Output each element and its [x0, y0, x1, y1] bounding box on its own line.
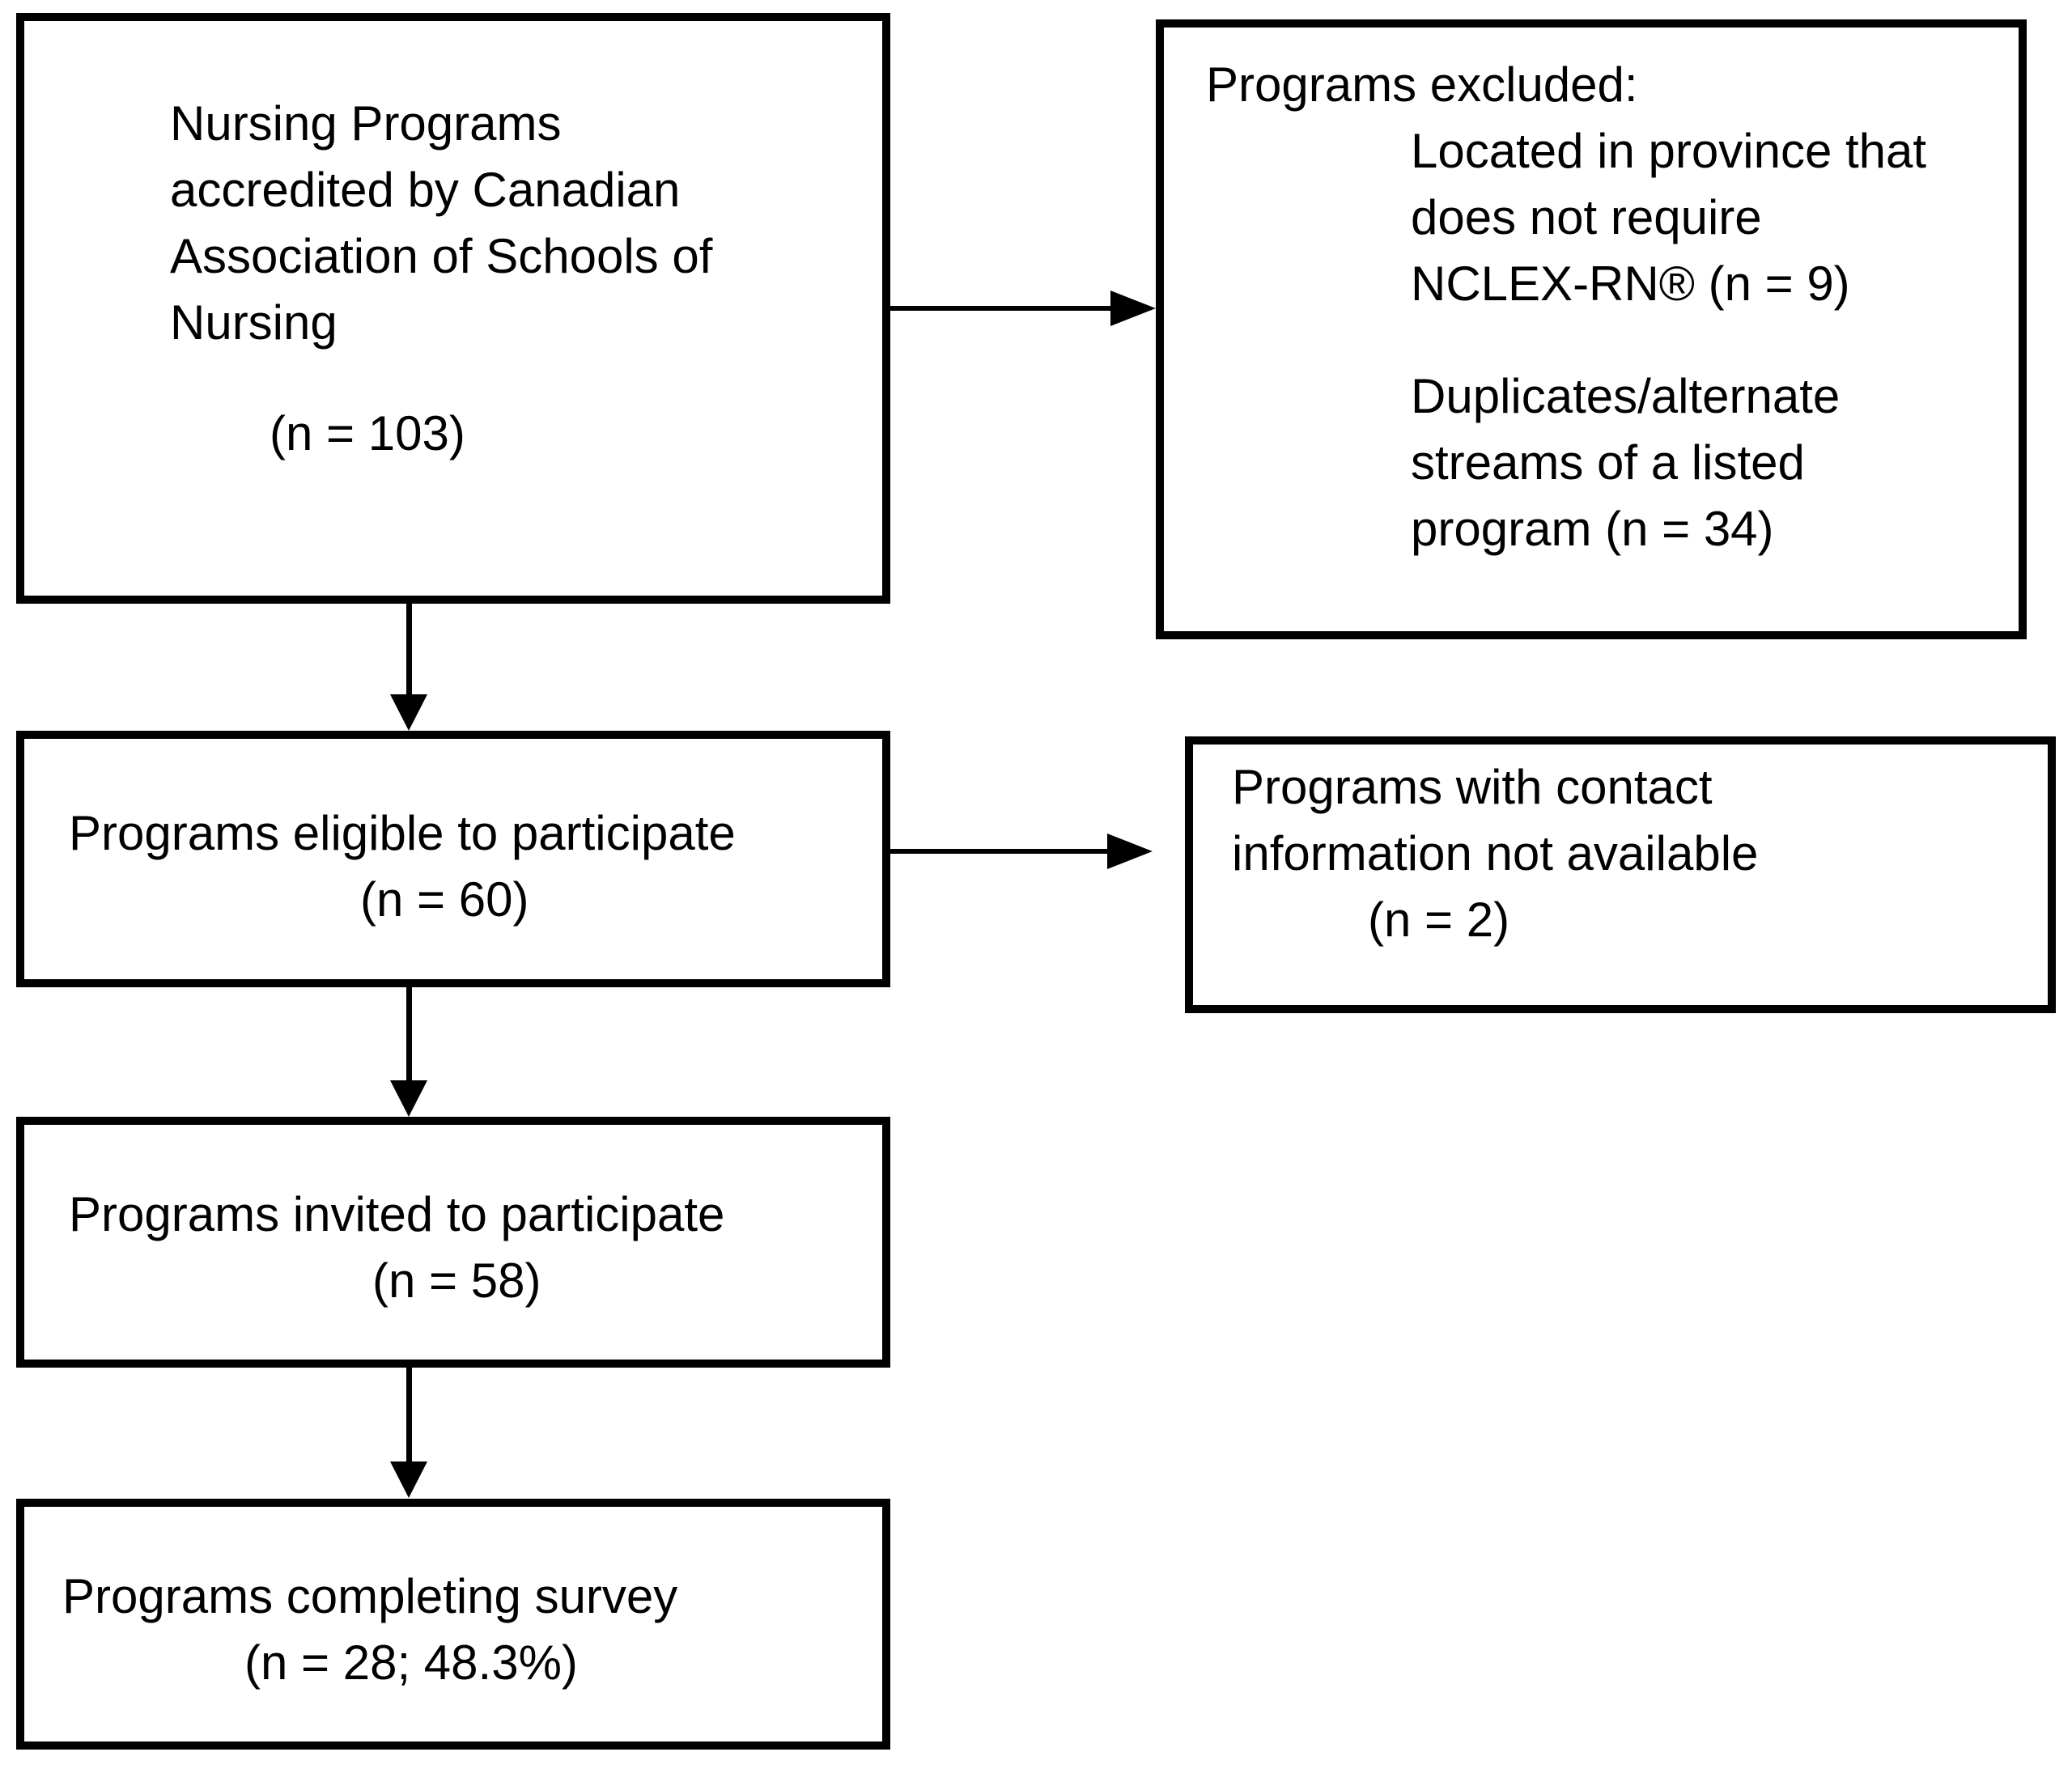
arrowhead-down-icon: [390, 1080, 427, 1117]
arrow-invited-to-completed: [406, 1368, 412, 1463]
excluded-reason2-line-2: streams of a listed: [1411, 435, 1805, 490]
box-programs-excluded: Programs excluded: Located in province t…: [1156, 19, 2027, 639]
accredited-line-4: Nursing: [170, 295, 338, 350]
arrowhead-right-icon: [1107, 834, 1153, 869]
arrow-eligible-to-invited: [406, 987, 412, 1082]
contact-line-2: information not available: [1232, 826, 1759, 880]
excluded-title: Programs excluded:: [1206, 57, 1638, 112]
blank-line: [170, 356, 874, 401]
box-programs-eligible: Programs eligible to participate (n = 60…: [16, 731, 890, 987]
box-accredited-programs: Nursing Programs accredited by Canadian …: [16, 13, 890, 604]
arrowhead-right-icon: [1110, 291, 1156, 326]
accredited-line-1: Nursing Programs: [170, 96, 562, 151]
completed-count: (n = 28; 48.3%): [244, 1635, 578, 1690]
excluded-reason1-line-1: Located in province that: [1411, 124, 1927, 178]
accredited-count: (n = 103): [270, 406, 465, 460]
excluded-reason2-line-1: Duplicates/alternate: [1411, 369, 1841, 423]
arrow-accredited-to-excluded: [890, 306, 1112, 311]
eligible-label: Programs eligible to participate: [69, 806, 736, 860]
completed-label: Programs completing survey: [62, 1569, 678, 1623]
contact-count: (n = 2): [1368, 893, 1510, 947]
accredited-line-3: Association of Schools of: [170, 229, 713, 283]
eligible-count: (n = 60): [360, 872, 529, 927]
box-programs-completed: Programs completing survey (n = 28; 48.3…: [16, 1499, 890, 1750]
excluded-reason1-line-3: NCLEX-RN® (n = 9): [1411, 257, 1850, 311]
accredited-line-2: accredited by Canadian: [170, 163, 681, 217]
arrowhead-down-icon: [390, 1461, 427, 1498]
box-programs-invited: Programs invited to participate (n = 58): [16, 1117, 890, 1368]
arrow-accredited-to-eligible: [406, 604, 412, 696]
excluded-reason1-line-2: does not require: [1411, 190, 1762, 244]
invited-count: (n = 58): [372, 1254, 541, 1308]
arrowhead-down-icon: [390, 694, 427, 731]
arrow-eligible-to-contact-unavailable: [890, 849, 1109, 854]
box-contact-unavailable: Programs with contact information not av…: [1185, 736, 2056, 1013]
invited-label: Programs invited to participate: [69, 1187, 725, 1241]
blank-line: [1206, 317, 2010, 363]
excluded-reason2-line-3: program (n = 34): [1411, 502, 1774, 556]
contact-line-1: Programs with contact: [1232, 760, 1713, 814]
